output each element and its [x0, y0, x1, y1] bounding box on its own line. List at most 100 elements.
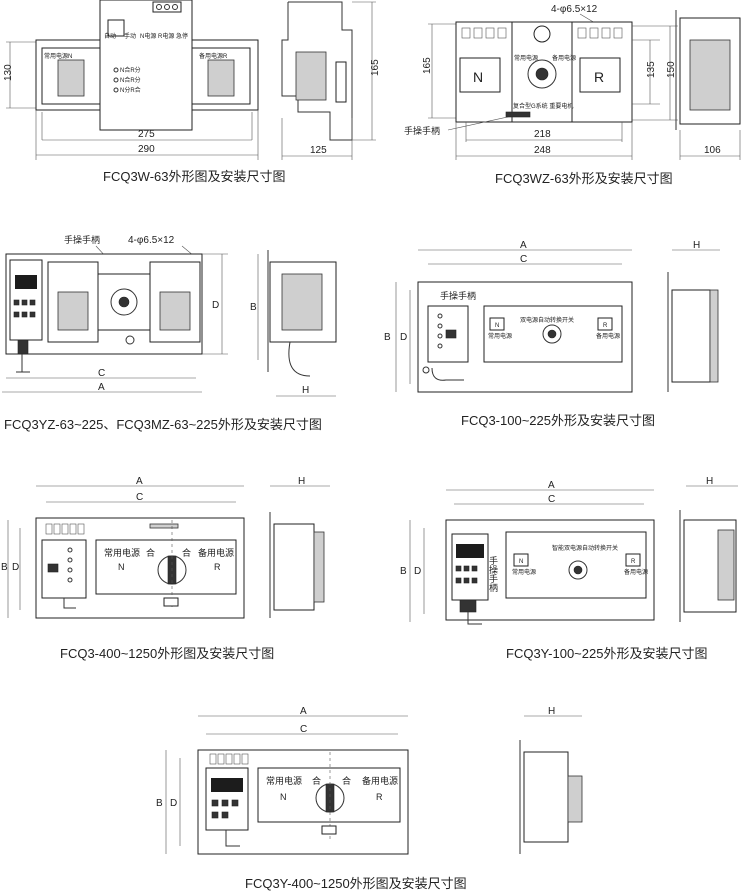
d1-side-view: 165 125: [281, 1, 381, 160]
d3-dim-a: A: [98, 382, 105, 393]
d7-dim-b: B: [156, 798, 163, 809]
d3-dim-h: H: [302, 385, 309, 396]
caption-d6: FCQ3Y-100~225外形及安装尺寸图: [506, 646, 707, 661]
d7-dim-h: H: [548, 706, 555, 717]
d4-r: R: [603, 323, 608, 329]
d2-lbl-r: 备用电源: [552, 54, 576, 62]
d1-indicator-1: N合R分: [120, 66, 141, 74]
caption-d4: FCQ3-100~225外形及安装尺寸图: [461, 413, 655, 428]
d1-front-view: 130 自动 手动 N电源 R电源 急停 常用电源N 备用电源R N合R分 N合…: [3, 0, 259, 160]
d1-btn-manual: 手动: [124, 32, 136, 40]
d6-r: R: [631, 559, 636, 565]
d4-dim-c: C: [520, 254, 527, 265]
d1-dim-165: 165: [370, 59, 381, 76]
d1-dim-275: 275: [138, 129, 155, 140]
d2-dim-165: 165: [422, 57, 433, 74]
d3-dim-b: B: [250, 302, 257, 313]
d6-dim-a: A: [548, 480, 555, 491]
d4-side-view: H: [667, 240, 720, 392]
d6-title: 智能双电源自动转换开关: [552, 544, 618, 552]
d1-dim-125: 125: [310, 145, 327, 156]
d1-indicator-3: N分R合: [120, 86, 141, 94]
d1-btn-r: R电源: [158, 32, 174, 40]
d1-label-backup: 备用电源R: [199, 52, 228, 60]
d2-dim-218: 218: [534, 129, 551, 140]
caption-d7: FCQ3Y-400~1250外形图及安装尺寸图: [245, 876, 467, 891]
d2-handle-label: 手操手柄: [404, 125, 440, 136]
d1-btn-stop: 急停: [176, 32, 188, 40]
d5-r: R: [214, 562, 221, 572]
d7-side-view: H: [519, 706, 583, 854]
d6-handle-v: 手操手柄: [488, 555, 498, 593]
d4-n: N: [495, 323, 499, 329]
d6-side-view: H: [679, 476, 738, 622]
d1-button-labels: 自动 手动 N电源 R电源 急停: [104, 32, 188, 40]
d2-dim-135: 135: [646, 61, 657, 78]
d2-dim-106: 106: [704, 145, 721, 156]
d6-lbl-r: 备用电源: [624, 568, 648, 576]
d6-front-view: A C B D 手操手柄 智能双电源自动转换开关 N R 常用电源 备用电源: [400, 480, 655, 625]
d3-dim-c: C: [98, 368, 105, 379]
d3-handle-label: 手操手柄: [64, 234, 100, 245]
d6-dim-d: D: [414, 566, 421, 577]
d7-he1: 合: [312, 775, 321, 786]
d5-dim-c: C: [136, 492, 143, 503]
d1-label-normal: 常用电源N: [44, 52, 72, 60]
d7-he2: 合: [342, 775, 351, 786]
d5-he2: 合: [182, 547, 191, 558]
d5-dim-b: B: [1, 562, 8, 573]
d5-dim-h: H: [298, 476, 305, 487]
d2-lbl-n: 常用电源: [514, 54, 538, 62]
caption-d1: FCQ3W-63外形图及安装尺寸图: [103, 169, 286, 184]
d2-label-n: N: [473, 69, 483, 85]
d6-dim-h: H: [706, 476, 713, 487]
d1-dim-290: 290: [138, 144, 155, 155]
d3-side-view: B H: [250, 250, 337, 397]
d3-holes: 4-φ6.5×12: [128, 235, 175, 246]
d7-dim-c: C: [300, 724, 307, 735]
d5-normal: 常用电源: [104, 547, 140, 558]
d7-backup: 备用电源: [362, 775, 398, 786]
d7-n: N: [280, 792, 287, 802]
d4-front-view: A C B D 手操手柄 双电源自动转换开关 N R 常用电源 备用电源: [384, 240, 633, 393]
d4-dim-b: B: [384, 332, 391, 343]
d5-dim-d: D: [12, 562, 19, 573]
d3-front-view: 手操手柄 4-φ6.5×12 D C A: [2, 234, 228, 393]
d4-title: 双电源自动转换开关: [520, 316, 574, 324]
d4-lbl-n: 常用电源: [488, 332, 512, 340]
d2-side-view: 106: [675, 10, 741, 160]
d6-lbl-n: 常用电源: [512, 568, 536, 576]
d5-front-view: A C B D 常用电源 备用电源 合 合 N R: [1, 476, 245, 619]
d4-dim-d: D: [400, 332, 407, 343]
d4-dim-h: H: [693, 240, 700, 251]
d5-side-view: H: [269, 476, 330, 618]
d1-btn-auto: 自动: [104, 32, 116, 40]
d2-label-r: R: [594, 69, 604, 85]
d7-front-view: A C B D 常用电源 备用电源 合 合 N R: [156, 706, 409, 855]
d2-holes: 4-φ6.5×12: [551, 4, 598, 15]
d1-dim-130: 130: [3, 64, 14, 81]
d4-lbl-r: 备用电源: [596, 332, 620, 340]
d2-front-view: 4-φ6.5×12 165 N R 常用电源 备用电源 复合型G系统 重要电机 …: [404, 4, 678, 160]
d6-dim-b: B: [400, 566, 407, 577]
d7-r: R: [376, 792, 383, 802]
d5-n: N: [118, 562, 125, 572]
d2-dim-150: 150: [666, 61, 677, 78]
d2-dim-248: 248: [534, 145, 551, 156]
d5-backup: 备用电源: [198, 547, 234, 558]
d5-he1: 合: [146, 547, 155, 558]
caption-d3: FCQ3YZ-63~225、FCQ3MZ-63~225外形及安装尺寸图: [4, 417, 322, 432]
d3-dim-d: D: [212, 300, 219, 311]
d4-dim-a: A: [520, 240, 527, 251]
d1-indicator-2: N合R分: [120, 76, 141, 84]
d7-normal: 常用电源: [266, 775, 302, 786]
d1-btn-n: N电源: [140, 32, 156, 40]
d6-dim-c: C: [548, 494, 555, 505]
caption-d2: FCQ3WZ-63外形及安装尺寸图: [495, 171, 673, 186]
d6-n: N: [519, 559, 523, 565]
d4-handle-label: 手操手柄: [440, 290, 476, 301]
caption-d5: FCQ3-400~1250外形图及安装尺寸图: [60, 646, 274, 661]
d7-dim-a: A: [300, 706, 307, 717]
d5-dim-a: A: [136, 476, 143, 487]
